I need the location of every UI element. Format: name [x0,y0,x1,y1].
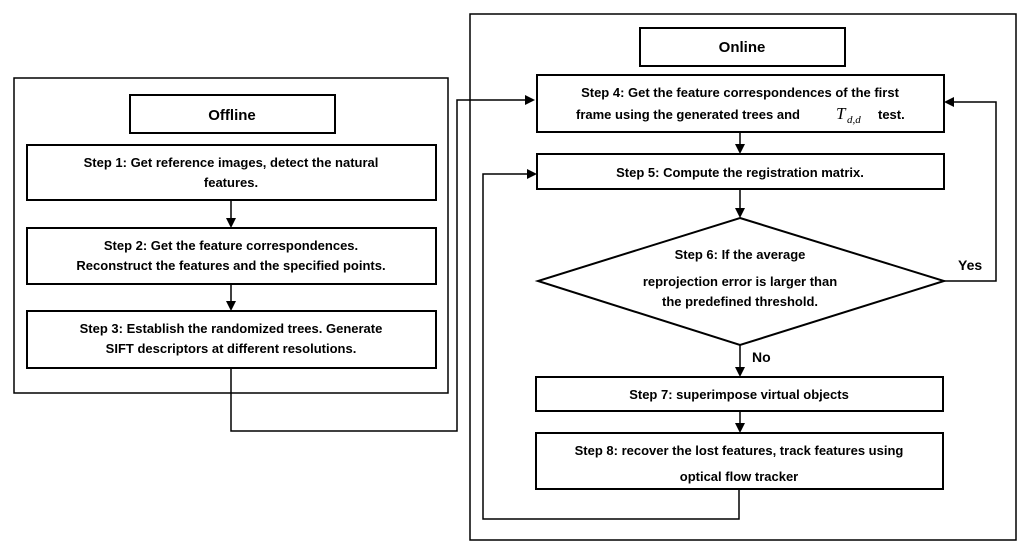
step6-line3: the predefined threshold. [662,294,818,309]
no-label: No [752,349,771,365]
offline-title-box: Offline [129,94,336,134]
step7-box: Step 7: superimpose virtual objects [535,376,944,412]
online-panel [469,13,1017,541]
step4-line2-post: test. [878,107,905,122]
step5-line1: Step 5: Compute the registration matrix. [616,165,864,180]
step6-line1: Step 6: If the average [675,247,806,262]
step1-box: Step 1: Get reference images, detect the… [26,144,437,201]
step4-line2-pre: frame using the generated trees and [576,107,800,122]
step6-diamond: Step 6: If the average reprojection erro… [534,216,948,347]
arrow-step3-to-step4 [230,95,535,432]
yes-label: Yes [958,257,982,273]
step1-line1: Step 1: Get reference images, detect the… [84,155,379,170]
step3-line1: Step 3: Establish the randomized trees. … [80,321,383,336]
step4-line1: Step 4: Get the feature correspondences … [581,85,900,100]
step4-math-t: T [836,104,847,123]
step4-math-subscript: d,d [847,114,861,126]
step3-line2: SIFT descriptors at different resolution… [106,341,357,356]
step2-line1: Step 2: Get the feature correspondences. [104,238,358,253]
step3-box: Step 3: Establish the randomized trees. … [26,310,437,369]
step8-line2: optical flow tracker [680,469,798,484]
step1-line2: features. [204,175,258,190]
step6-line2: reprojection error is larger than [643,274,837,289]
online-title: Online [719,39,766,56]
step7-line1: Step 7: superimpose virtual objects [629,387,849,402]
arrow-step6-yes-to-step4 [944,97,997,282]
offline-title: Offline [208,107,256,124]
step8-line1: Step 8: recover the lost features, track… [575,443,904,458]
arrow-step8-to-step5 [482,169,740,520]
step5-box: Step 5: Compute the registration matrix. [536,153,945,190]
step2-line2: Reconstruct the features and the specifi… [76,258,385,273]
step4-box: Step 4: Get the feature correspondences … [536,74,945,133]
step2-box: Step 2: Get the feature correspondences.… [26,227,437,285]
step8-box: Step 8: recover the lost features, track… [535,432,944,490]
online-title-box: Online [639,27,846,67]
